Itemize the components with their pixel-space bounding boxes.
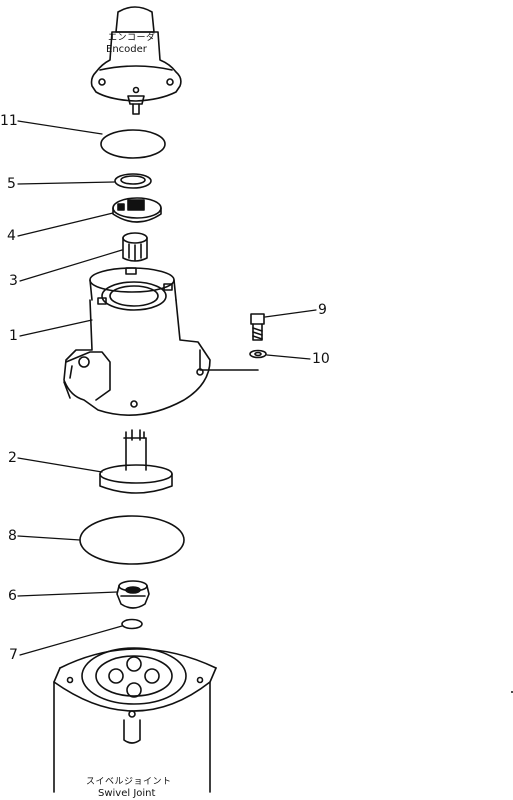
callout-10: 10 (312, 351, 330, 367)
swivel-caption-japanese: スイベルジョイント (86, 777, 172, 787)
encoder-caption-english: Encoder (106, 44, 147, 55)
leader-2 (17, 457, 103, 473)
leader-lines (17, 120, 317, 656)
encoder-part (90, 6, 182, 115)
leader-10 (266, 354, 311, 360)
leader-3 (19, 249, 123, 282)
leader-1 (19, 319, 93, 337)
callout-9: 9 (318, 302, 327, 318)
bolt-9 (250, 313, 265, 341)
leader-8 (17, 535, 81, 541)
o-ring-11 (100, 129, 166, 159)
callout-4: 4 (7, 228, 16, 244)
encoder-caption-japanese: エンコーダ (108, 33, 156, 43)
leader-6 (17, 591, 118, 597)
callout-6: 6 (8, 588, 17, 604)
callout-8: 8 (8, 528, 17, 544)
leader-5 (17, 181, 115, 185)
o-ring-8 (79, 515, 185, 565)
leader-7 (19, 625, 123, 656)
housing-1 (63, 267, 259, 416)
shaft-2 (99, 429, 173, 494)
snap-ring-5 (114, 173, 152, 189)
callout-3: 3 (9, 273, 18, 289)
callout-1: 1 (9, 328, 18, 344)
bushing-3 (122, 232, 148, 262)
callout-5: 5 (7, 176, 16, 192)
coupling-4 (112, 197, 162, 223)
swivel-joint-part (53, 647, 217, 793)
callout-2: 2 (8, 450, 17, 466)
callout-7: 7 (9, 647, 18, 663)
swivel-caption-english: Swivel Joint (98, 788, 156, 799)
callout-11: 11 (0, 113, 18, 129)
o-ring-7 (121, 618, 143, 630)
leader-11 (17, 120, 103, 135)
leader-4 (17, 212, 114, 237)
fitting-6 (116, 580, 150, 609)
leader-9 (264, 309, 317, 318)
washer-10 (249, 349, 267, 359)
